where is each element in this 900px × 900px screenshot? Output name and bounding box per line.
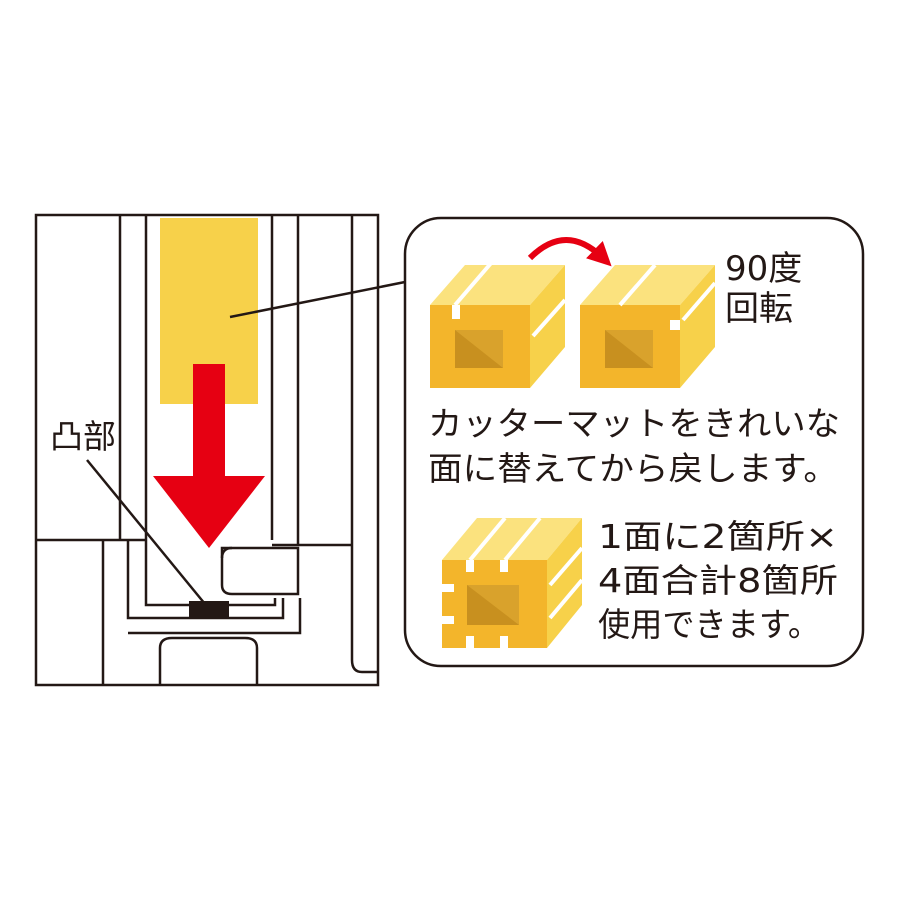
mat-block-after — [580, 263, 717, 388]
protrusion-label: 凸部 — [50, 417, 116, 456]
channel-bottom-step — [128, 598, 302, 635]
usage-line1: 1面に2箇所× — [598, 517, 838, 556]
latch-block — [220, 546, 300, 596]
usage-line2: 4面合計8箇所 — [598, 561, 838, 600]
callout-leader-line — [229, 280, 406, 319]
rotate-label-line1: 90度 — [725, 249, 802, 289]
protrusion-leader-line — [86, 459, 206, 605]
down-arrow-icon — [153, 364, 265, 548]
replace-instruction-line1: カッターマットをきれいな — [428, 404, 840, 443]
holder-cross-section — [34, 213, 380, 687]
latch-corner — [220, 546, 233, 559]
holder-frame — [34, 213, 380, 687]
mat-block-all-faces — [442, 516, 584, 648]
channel-lower-tab — [158, 636, 259, 685]
holder-right-foot — [350, 545, 378, 674]
mat-block-before — [430, 260, 567, 388]
usage-line3: 使用できます。 — [598, 605, 820, 644]
protrusion-tab — [189, 601, 229, 618]
replace-instruction-line2: 面に替えてから戻します。 — [428, 449, 838, 488]
rotate-label-line2: 回転 — [725, 289, 793, 329]
curved-arrow-icon — [527, 237, 612, 267]
